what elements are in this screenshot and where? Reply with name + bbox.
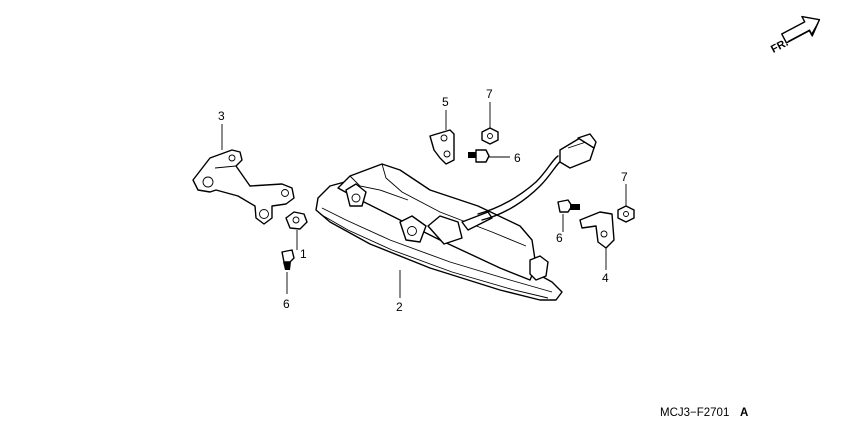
callout-1: 1 xyxy=(300,247,307,261)
part-3-bracket xyxy=(192,149,295,225)
callout-5: 5 xyxy=(442,95,449,109)
part-6-bolt-middle xyxy=(468,149,490,163)
part-6-bolt-right xyxy=(557,199,580,213)
drawing-code: MCJ3−F2701 A xyxy=(660,407,748,419)
callout-3: 3 xyxy=(218,109,225,123)
part-7-nut-top xyxy=(481,127,499,145)
callout-6-left: 6 xyxy=(283,297,290,311)
callout-6-right: 6 xyxy=(556,231,563,245)
front-direction-indicator: FR. xyxy=(769,15,821,56)
drawing-code-text: MCJ3−F2701 xyxy=(660,407,729,419)
part-1-nut xyxy=(285,211,308,230)
callout-7-top: 7 xyxy=(486,87,493,101)
callout-4: 4 xyxy=(602,271,609,285)
callout-2: 2 xyxy=(396,300,403,314)
callout-7-right: 7 xyxy=(621,170,628,184)
arrow-icon xyxy=(781,15,821,44)
part-7-nut-right xyxy=(617,205,635,223)
part-6-bolt-left xyxy=(281,249,295,270)
drawing-code-suffix: A xyxy=(740,407,748,419)
callout-6-middle: 6 xyxy=(514,151,521,165)
part-4-bracket xyxy=(579,211,615,249)
part-5-bracket xyxy=(429,129,455,165)
part-2-taillight xyxy=(315,133,597,301)
